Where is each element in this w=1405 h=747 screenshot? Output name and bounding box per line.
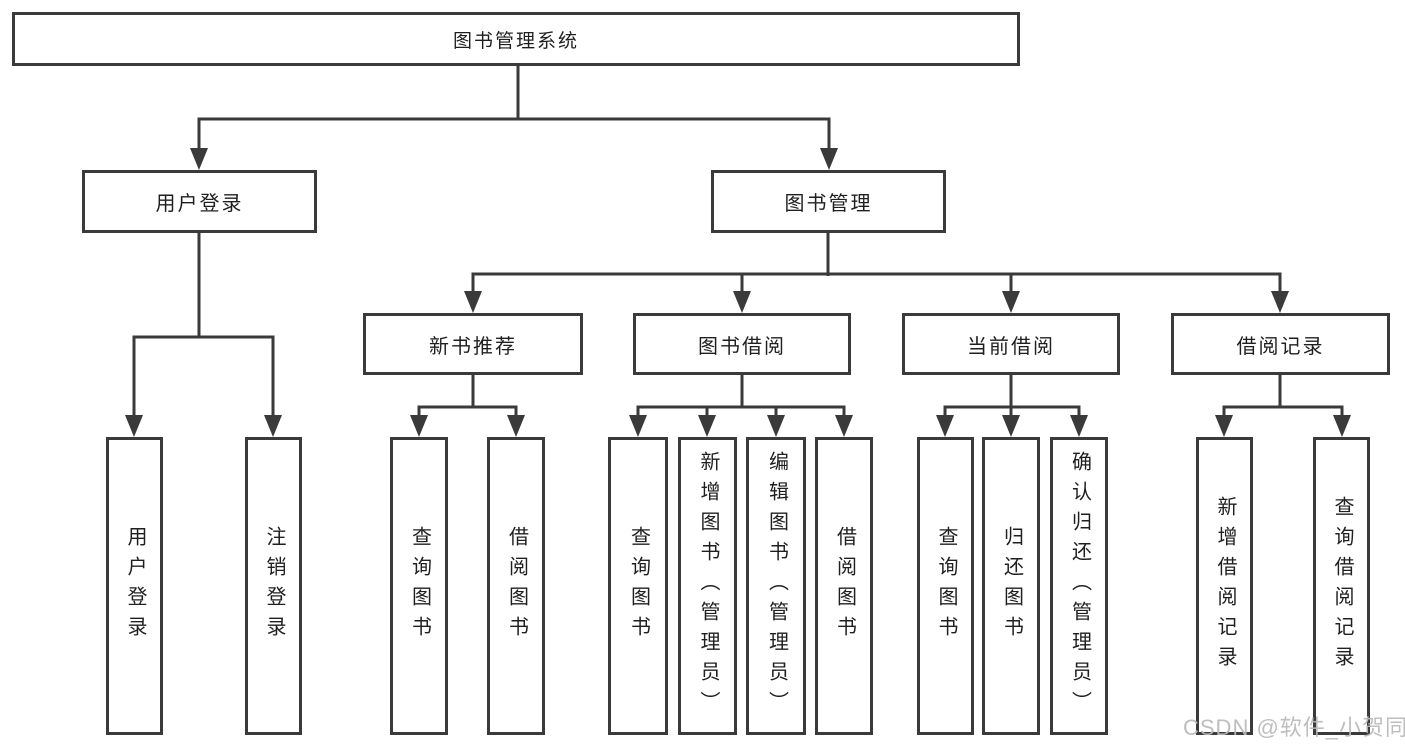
leaf-borrow-books-1: 借阅图书 <box>487 437 545 735</box>
arrow-down-icon <box>936 415 954 437</box>
connector <box>471 374 1282 408</box>
leaf-query-books-1: 查询图书 <box>390 437 448 735</box>
connector <box>132 335 275 420</box>
leaf-label: 查询图书 <box>408 526 431 646</box>
leaf-label: 借阅图书 <box>505 526 528 646</box>
arrow-down-icon <box>1002 415 1020 437</box>
leaf-label: 借阅图书 <box>833 526 856 646</box>
arrow-down-icon <box>125 415 143 437</box>
leaf-query-books-3: 查询图书 <box>917 437 974 735</box>
leaf-label: 编辑图书（管理员） <box>765 451 788 721</box>
arrow-down-icon <box>835 415 853 437</box>
leaf-label: 确认归还（管理员） <box>1068 451 1091 721</box>
arrow-down-icon <box>1002 291 1020 313</box>
leaf-label: 查询图书 <box>627 526 650 646</box>
arrow-down-icon <box>190 148 208 170</box>
leaf-add-borrow-record: 新增借阅记录 <box>1196 437 1253 735</box>
connector <box>197 117 831 153</box>
leaf-label: 查询图书 <box>935 526 957 646</box>
arrow-down-icon <box>464 291 482 313</box>
node-borrowing-records: 借阅记录 <box>1171 313 1390 375</box>
leaf-label: 注销登录 <box>263 526 285 646</box>
arrow-down-icon <box>507 415 525 437</box>
connector <box>417 405 518 420</box>
connector <box>636 405 846 420</box>
arrow-down-icon <box>264 415 282 437</box>
leaf-confirm-return-admin: 确认归还（管理员） <box>1050 437 1108 735</box>
arrow-down-icon <box>1333 415 1351 437</box>
leaf-label: 新增图书（管理员） <box>697 451 719 721</box>
arrow-down-icon <box>1215 415 1233 437</box>
node-book-management: 图书管理 <box>711 170 946 233</box>
connector <box>471 272 1282 296</box>
arrow-down-icon <box>629 415 647 437</box>
leaf-return-books: 归还图书 <box>982 437 1040 735</box>
leaf-logout: 注销登录 <box>245 437 302 735</box>
leaf-label: 新增借阅记录 <box>1214 496 1236 676</box>
arrow-down-icon <box>1271 291 1289 313</box>
arrow-down-icon <box>767 415 785 437</box>
node-user-login: 用户登录 <box>82 170 317 233</box>
node-new-book-recommend: 新书推荐 <box>363 313 583 375</box>
leaf-query-borrow-record: 查询借阅记录 <box>1313 437 1370 735</box>
node-book-borrowing: 图书借阅 <box>633 313 851 375</box>
arrow-down-icon <box>1070 415 1088 437</box>
node-current-borrowing: 当前借阅 <box>902 313 1120 375</box>
node-library-management-system: 图书管理系统 <box>12 12 1020 66</box>
leaf-label: 查询借阅记录 <box>1331 496 1353 676</box>
leaf-borrow-books-2: 借阅图书 <box>815 437 873 735</box>
arrow-down-icon <box>733 291 751 313</box>
leaf-label: 归还图书 <box>1000 526 1023 646</box>
arrow-down-icon <box>820 148 838 170</box>
leaf-label: 用户登录 <box>124 526 146 646</box>
leaf-query-books-2: 查询图书 <box>608 437 668 735</box>
csdn-watermark: CSDN @软件_小贺同学 <box>1183 715 1405 740</box>
leaf-user-login: 用户登录 <box>106 437 163 735</box>
leaf-add-books-admin: 新增图书（管理员） <box>678 437 737 735</box>
connector <box>1222 405 1344 420</box>
arrow-down-icon <box>410 415 428 437</box>
arrow-down-icon <box>698 415 716 437</box>
leaf-edit-books-admin: 编辑图书（管理员） <box>746 437 806 735</box>
